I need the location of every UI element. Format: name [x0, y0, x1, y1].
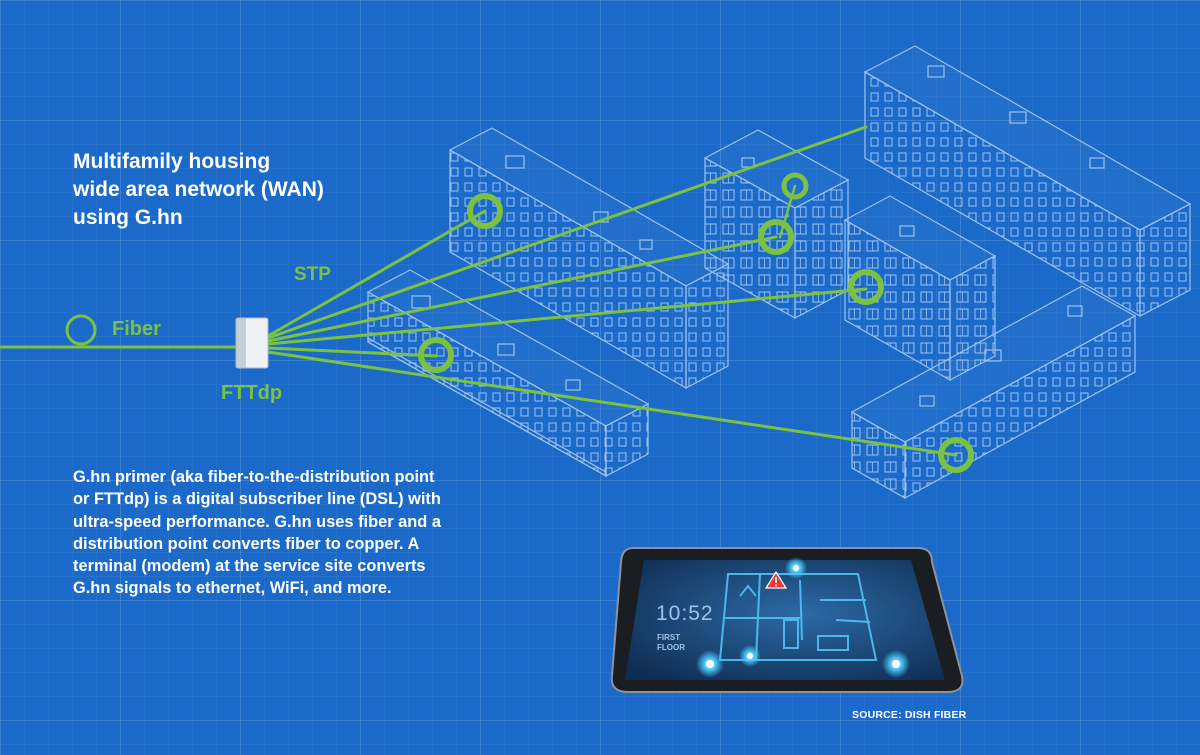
- description-line: or FTTdp) is a digital subscriber line (…: [73, 490, 441, 509]
- stp-line-4: [266, 287, 868, 346]
- stp-line-3: [266, 235, 778, 343]
- title-line: wide area network (WAN): [73, 178, 324, 201]
- building-6: [850, 285, 1137, 500]
- floor-plan: [718, 573, 878, 661]
- description-paragraph: G.hn primer (aka fiber-to-the-distributi…: [73, 466, 533, 600]
- title-line: using G.hn: [73, 206, 183, 229]
- stp-line-1: [266, 209, 487, 338]
- ring-icon: [781, 172, 809, 200]
- ring-icon: [418, 337, 454, 373]
- building-2: [703, 129, 850, 320]
- fiber-label: Fiber: [112, 318, 161, 340]
- ring-icon: [758, 219, 794, 255]
- fttdp-label: FTTdp: [221, 382, 283, 404]
- description-line: distribution point converts fiber to cop…: [73, 534, 420, 553]
- building-1: [448, 127, 730, 390]
- building-nodes: [418, 172, 974, 473]
- diagram-title: Multifamily housing wide area network (W…: [73, 148, 403, 232]
- building-4: [843, 195, 997, 382]
- tablet-device: [610, 547, 964, 693]
- building-3: [863, 45, 1192, 318]
- network-lines: [0, 125, 958, 457]
- source-credit: SOURCE: DISH FIBER: [852, 709, 967, 721]
- stp-label: STP: [294, 264, 331, 285]
- description-line: ultra-speed performance. G.hn uses fiber…: [73, 512, 441, 531]
- ring-icon: [848, 269, 884, 305]
- warning-triangle-icon: [764, 570, 788, 589]
- title-line: Multifamily housing: [73, 150, 271, 173]
- description-line: G.hn signals to ethernet, WiFi, and more…: [73, 579, 392, 598]
- ring-icon: [467, 193, 503, 229]
- tablet-clock: 10:52: [656, 602, 714, 625]
- stp-line-5: [266, 346, 438, 358]
- ring-icon: [938, 437, 974, 473]
- description-line: G.hn primer (aka fiber-to-the-distributi…: [73, 468, 435, 486]
- stp-line-2: [266, 125, 868, 340]
- stp-line-6: [266, 350, 958, 457]
- ring-icon: [65, 314, 97, 346]
- tablet-floor-label: FIRST FLOOR: [657, 633, 685, 652]
- fttdp-box-icon: [235, 317, 269, 369]
- description-line: terminal (modem) at the service site con…: [73, 557, 426, 576]
